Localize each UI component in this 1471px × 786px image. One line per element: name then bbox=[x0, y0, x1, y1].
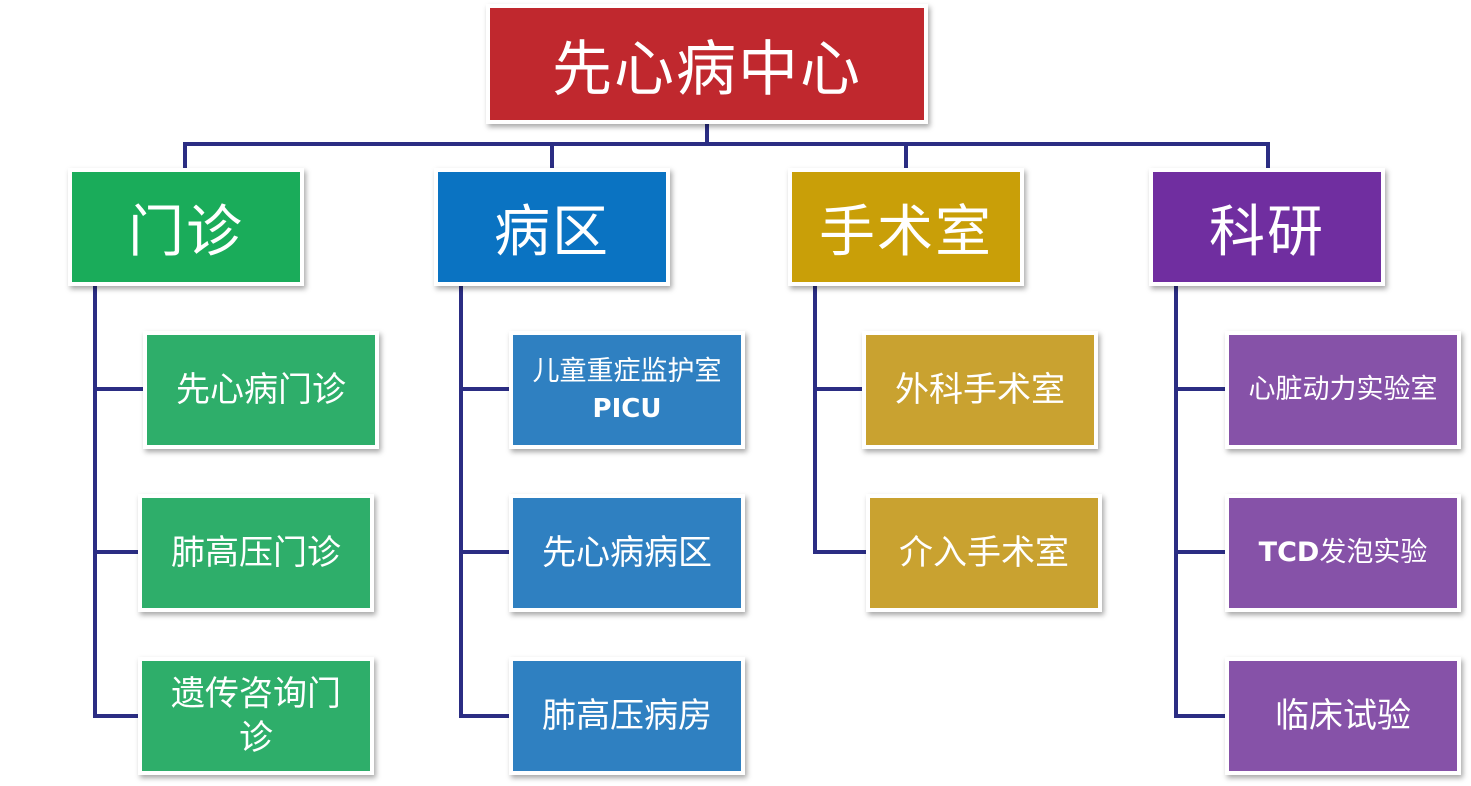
dept-research: 科研 bbox=[1149, 168, 1385, 286]
ward-item-sublabel: PICU bbox=[592, 393, 662, 424]
root-label: 先心病中心 bbox=[552, 34, 862, 105]
dept-clinic: 门诊 bbox=[68, 168, 304, 286]
ward-item: 儿童重症监护室 PICU bbox=[509, 331, 745, 449]
dept-research-label: 科研 bbox=[1209, 199, 1325, 265]
ward-item: 先心病病区 bbox=[509, 494, 745, 612]
dept-or-label: 手术室 bbox=[819, 199, 993, 265]
ward-item-label: 肺高压病房 bbox=[542, 695, 712, 736]
research-item: 临床试验 bbox=[1225, 657, 1461, 775]
or-item: 介入手术室 bbox=[866, 494, 1102, 612]
research-item-label: 发泡实验 bbox=[1319, 537, 1428, 569]
research-item-latin: TCD bbox=[1258, 537, 1320, 569]
ward-item-label: 先心病病区 bbox=[542, 532, 712, 573]
dept-ward: 病区 bbox=[434, 168, 670, 286]
research-item-label: 临床试验 bbox=[1275, 695, 1411, 736]
research-item: 心脏动力实验室 bbox=[1225, 331, 1461, 449]
research-item: TCD发泡实验 bbox=[1225, 494, 1461, 612]
dept-operating-room: 手术室 bbox=[788, 168, 1024, 286]
dept-ward-label: 病区 bbox=[494, 199, 610, 265]
clinic-item: 遗传咨询门诊 bbox=[138, 657, 374, 775]
dept-clinic-label: 门诊 bbox=[128, 199, 244, 265]
root-node: 先心病中心 bbox=[486, 4, 928, 124]
clinic-item: 先心病门诊 bbox=[143, 331, 379, 449]
clinic-item-label: 肺高压门诊 bbox=[171, 532, 341, 573]
ward-item-label: 儿童重症监护室 bbox=[532, 355, 722, 387]
or-item-label: 介入手术室 bbox=[899, 532, 1069, 573]
clinic-item: 肺高压门诊 bbox=[138, 494, 374, 612]
clinic-item-label: 先心病门诊 bbox=[176, 369, 346, 410]
research-item-label: 心脏动力实验室 bbox=[1248, 374, 1438, 406]
or-item: 外科手术室 bbox=[862, 331, 1098, 449]
clinic-item-label: 遗传咨询门诊 bbox=[171, 673, 341, 758]
or-item-label: 外科手术室 bbox=[895, 369, 1065, 410]
ward-item: 肺高压病房 bbox=[509, 657, 745, 775]
